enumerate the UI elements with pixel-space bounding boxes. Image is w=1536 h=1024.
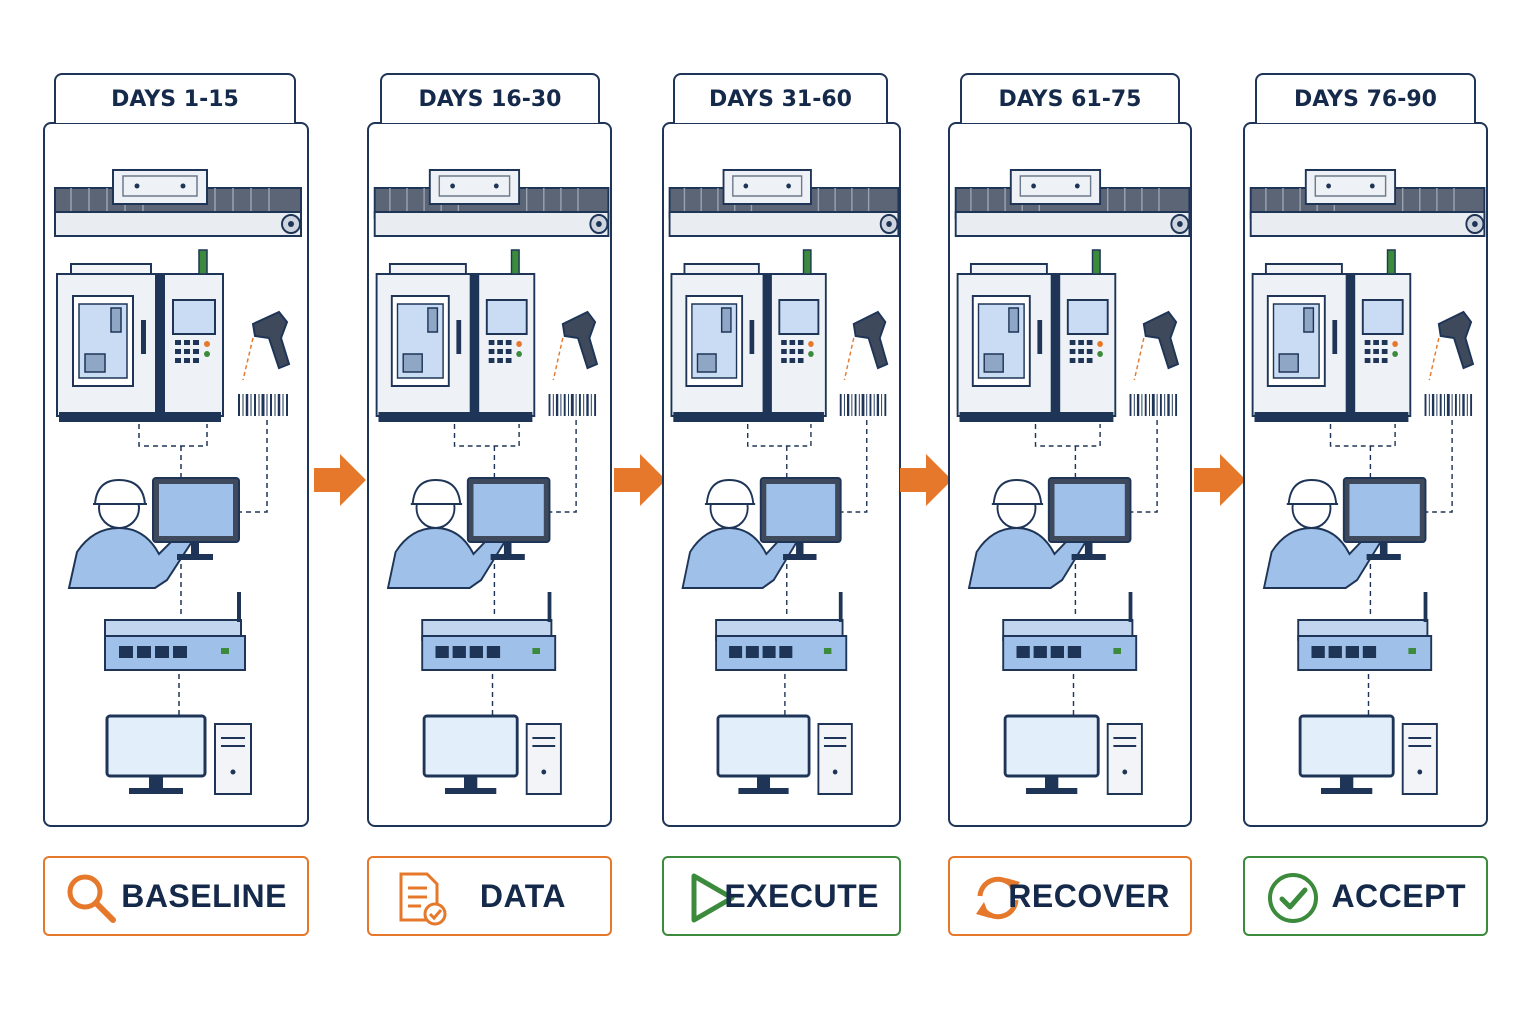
stage-label-recover: RECOVER: [948, 856, 1192, 936]
document-check-icon: [399, 872, 447, 926]
production-cell-illustration: [373, 168, 610, 796]
stage-label-text: EXECUTE: [724, 878, 879, 914]
production-cell-illustration: [954, 168, 1190, 796]
process-panel-3: [662, 122, 901, 827]
day-range-tab-4: DAYS 61-75: [960, 73, 1180, 123]
day-range-tab-2: DAYS 16-30: [380, 73, 600, 123]
stage-label-text: RECOVER: [1008, 878, 1170, 914]
arrow-right-icon: [900, 454, 952, 506]
stage-label-execute: EXECUTE: [662, 856, 901, 936]
day-range-tab-5: DAYS 76-90: [1255, 73, 1476, 123]
stage-label-text: BASELINE: [121, 878, 287, 914]
arrow-right-icon: [614, 454, 666, 506]
magnifier-icon: [67, 874, 116, 923]
process-panel-2: [367, 122, 612, 827]
production-cell-illustration: [668, 168, 899, 796]
checkmark-circle-icon: [1268, 873, 1318, 923]
day-range-tab-3: DAYS 31-60: [673, 73, 888, 123]
production-cell-illustration: [1249, 168, 1486, 796]
arrow-right-icon: [314, 454, 366, 506]
stage-label-data: DATA: [367, 856, 612, 936]
arrow-right-icon: [1194, 454, 1246, 506]
process-panel-5: [1243, 122, 1488, 827]
stage-label-text: DATA: [479, 878, 566, 914]
production-cell-illustration: [53, 168, 303, 796]
refresh-icon: [976, 876, 1020, 920]
process-panel-4: [948, 122, 1192, 827]
day-range-tab-1: DAYS 1-15: [54, 73, 296, 123]
stage-label-baseline: BASELINE: [43, 856, 309, 936]
process-panel-1: [43, 122, 309, 827]
stage-label-text: ACCEPT: [1331, 878, 1466, 914]
stage-label-accept: ACCEPT: [1243, 856, 1488, 936]
play-icon: [691, 873, 735, 923]
